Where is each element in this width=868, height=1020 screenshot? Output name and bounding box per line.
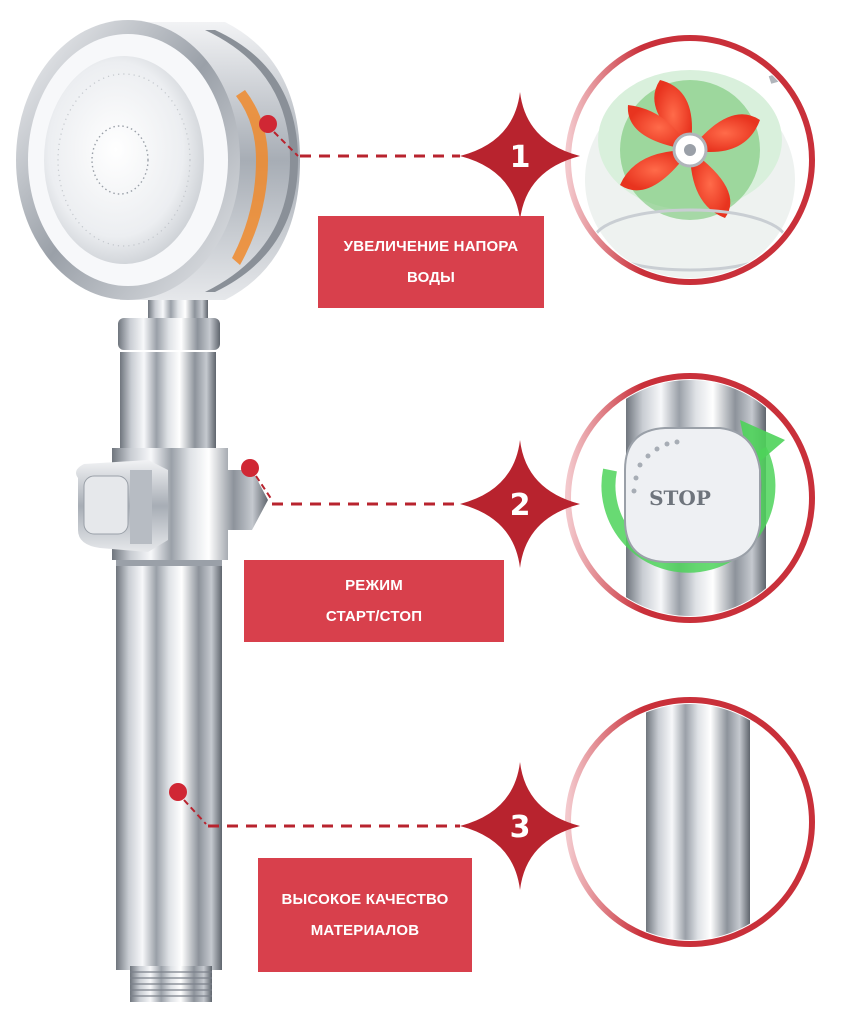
detail-handle-image xyxy=(646,704,750,940)
callout-dot-3 xyxy=(169,783,187,801)
callout-dot-2 xyxy=(241,459,259,477)
number-badge-1: 1 xyxy=(460,92,580,220)
feature-label-1-line-1: УВЕЛИЧЕНИЕ НАПОРА xyxy=(343,238,519,255)
detail-fan-image xyxy=(585,70,808,278)
stop-label: STOP xyxy=(649,486,711,510)
callout-2: STOP 2 xyxy=(241,373,815,623)
feature-label-3-line-1: ВЫСОКОЕ КАЧЕСТВО xyxy=(281,891,449,908)
handle xyxy=(116,560,222,1002)
feature-label-3: ВЫСОКОЕ КАЧЕСТВО МАТЕРИАЛОВ xyxy=(258,858,472,972)
badge-number-1: 1 xyxy=(510,140,531,175)
badge-number-3: 3 xyxy=(510,810,531,845)
callout-1: 1 xyxy=(259,35,815,285)
callout-dot-1 xyxy=(259,115,277,133)
head-connector xyxy=(118,300,220,448)
feature-label-3-line-2: МАТЕРИАЛОВ xyxy=(310,922,420,939)
shower-head xyxy=(16,20,300,300)
feature-label-2: РЕЖИМ СТАРТ/СТОП xyxy=(244,560,504,642)
detail-stop-image: STOP xyxy=(601,380,785,616)
feature-label-1: УВЕЛИЧЕНИЕ НАПОРА ВОДЫ xyxy=(318,216,544,308)
badge-number-2: 2 xyxy=(510,488,531,523)
callout-3: 3 xyxy=(169,697,815,947)
number-badge-3: 3 xyxy=(460,762,580,890)
feature-label-1-line-2: ВОДЫ xyxy=(406,269,456,286)
number-badge-2: 2 xyxy=(460,440,580,568)
feature-label-2-line-2: СТАРТ/СТОП xyxy=(325,608,423,625)
feature-label-2-line-1: РЕЖИМ xyxy=(345,577,403,594)
valve-block xyxy=(76,448,268,560)
